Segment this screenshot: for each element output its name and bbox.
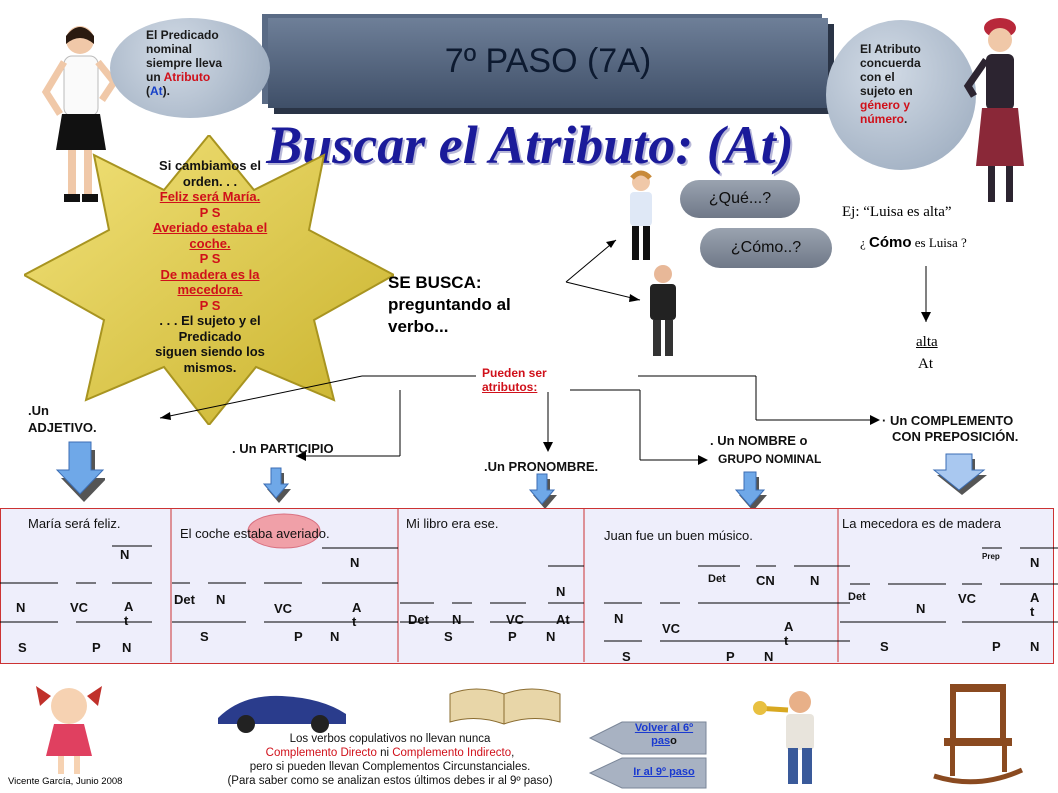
panel3-vc: VC: [506, 612, 525, 627]
panel4-cn: CN: [756, 573, 775, 588]
center-label: Pueden ser atributos:: [482, 366, 547, 394]
panel2-p: P: [294, 629, 303, 644]
bubble-left-text: El Predicado nominal siempre lleva un At…: [146, 28, 223, 98]
arrow-pronombre-icon: [528, 473, 557, 509]
panel1-sentence: María será feliz.: [28, 516, 121, 531]
footer-note: Los verbos copulativos no llevan nunca C…: [227, 733, 553, 787]
panel2-n: N: [216, 592, 226, 607]
analysis-panel: [0, 508, 1054, 664]
panel-dividers: [170, 508, 839, 662]
panel4-vc: VC: [662, 621, 681, 636]
panel5-n: N: [916, 601, 926, 616]
question-que-bubble: ¿Qué...?: [680, 180, 800, 218]
rocking-chair-illustration: [933, 684, 1024, 785]
panel2-det: Det: [174, 592, 195, 607]
panel5-vc: VC: [958, 591, 977, 606]
type-adjetivo: .Un ADJETIVO.: [28, 403, 97, 435]
panel1-s: S: [18, 640, 27, 655]
arrow-complemento-icon: [932, 453, 987, 495]
panel2-n-top: N: [350, 555, 360, 570]
panel4-s: S: [622, 649, 631, 664]
panel2-sentence: El coche estaba averiado.: [180, 526, 330, 541]
panel1-vc: VC: [70, 600, 89, 615]
star-shape: [24, 135, 394, 425]
panel1-n2: N: [122, 640, 132, 655]
girl-illustration: [36, 686, 102, 774]
panel2-n2: N: [330, 629, 340, 644]
arrow-adjetivo-icon: [55, 441, 105, 502]
panel3-n: N: [452, 612, 462, 627]
example-question: ¿ Cómo es Luisa ?: [860, 234, 967, 251]
header-banner: 7º PASO (7A): [268, 18, 828, 108]
panel3-n2: N: [546, 629, 556, 644]
page-title: Buscar el Atributo: (At): [266, 115, 794, 175]
panel5-prep: Prep: [982, 552, 1000, 561]
syntax-lines: [0, 545, 1058, 642]
type-complemento: · Un COMPLEMENTO CON PREPOSICIÓN.: [882, 413, 1019, 444]
banner-text: 7º PASO (7A): [444, 42, 652, 80]
type-participio: . Un PARTICIPIO: [232, 441, 334, 456]
type-nombre: . Un NOMBRE o GRUPO NOMINAL: [710, 433, 822, 466]
example-tag: At: [918, 356, 933, 372]
panel3-n-top: N: [556, 584, 566, 599]
car-illustration: [218, 695, 346, 733]
question-como-bubble: ¿Cómo..?: [700, 228, 832, 268]
panel3-p: P: [508, 629, 517, 644]
panel4-n2: N: [764, 649, 774, 664]
panel5-det: Det: [848, 591, 866, 603]
back-to-step6-button[interactable]: Volver al 6º paso: [634, 722, 694, 747]
panel3-s: S: [444, 629, 453, 644]
speech-bubble-right: [826, 20, 976, 170]
nav-arrows-background: [588, 721, 707, 789]
panel1-n-top: N: [120, 547, 130, 562]
author-credit: Vicente García, Junio 2008: [8, 776, 123, 787]
woman-teacher-figure: [41, 26, 119, 202]
trumpet-player-illustration: [753, 691, 814, 784]
panel1-n: N: [16, 600, 26, 615]
bubble-right-text: El Atributo concuerda con el sujeto en g…: [860, 42, 921, 126]
man-question-figure: [650, 265, 676, 356]
panel4-n-top: N: [810, 573, 820, 588]
arrow-participio-icon: [262, 467, 291, 503]
panel3-sentence: Mi libro era ese.: [406, 516, 499, 531]
panel2-s: S: [200, 629, 209, 644]
panel3-at: At: [556, 612, 570, 627]
example-sentence: Ej: “Luisa es alta”: [842, 204, 952, 220]
arrow-nombre-icon: [734, 471, 767, 511]
panel3-det: Det: [408, 612, 429, 627]
panel5-n-top: N: [1030, 555, 1040, 570]
speech-bubble-left: [110, 18, 270, 118]
panel2-highlight-ellipse: [247, 513, 321, 549]
woman-red-hat-figure: [963, 18, 1024, 202]
panel4-n: N: [614, 611, 624, 626]
panel4-sentence: Juan fue un buen músico.: [604, 528, 753, 543]
type-pronombre: .Un PRONOMBRE.: [484, 459, 599, 474]
book-illustration: [449, 688, 561, 725]
woman-question-figure: [630, 170, 652, 260]
se-busca-text: SE BUSCA: preguntando al verbo...: [388, 273, 511, 336]
panel4-p: P: [726, 649, 735, 664]
go-to-step9-button[interactable]: Ir al 9º paso: [633, 766, 695, 778]
panel5-sentence: La mecedora es de madera: [842, 516, 1001, 531]
panel5-s: S: [880, 639, 889, 654]
example-answer: alta: [916, 334, 938, 350]
panel5-p: P: [992, 639, 1001, 654]
panel1-p: P: [92, 640, 101, 655]
star-text: Si cambiamos el orden. . . Feliz será Ma…: [152, 158, 268, 375]
panel2-vc: VC: [274, 601, 293, 616]
panel5-n2: N: [1030, 639, 1040, 654]
panel4-det: Det: [708, 573, 726, 585]
